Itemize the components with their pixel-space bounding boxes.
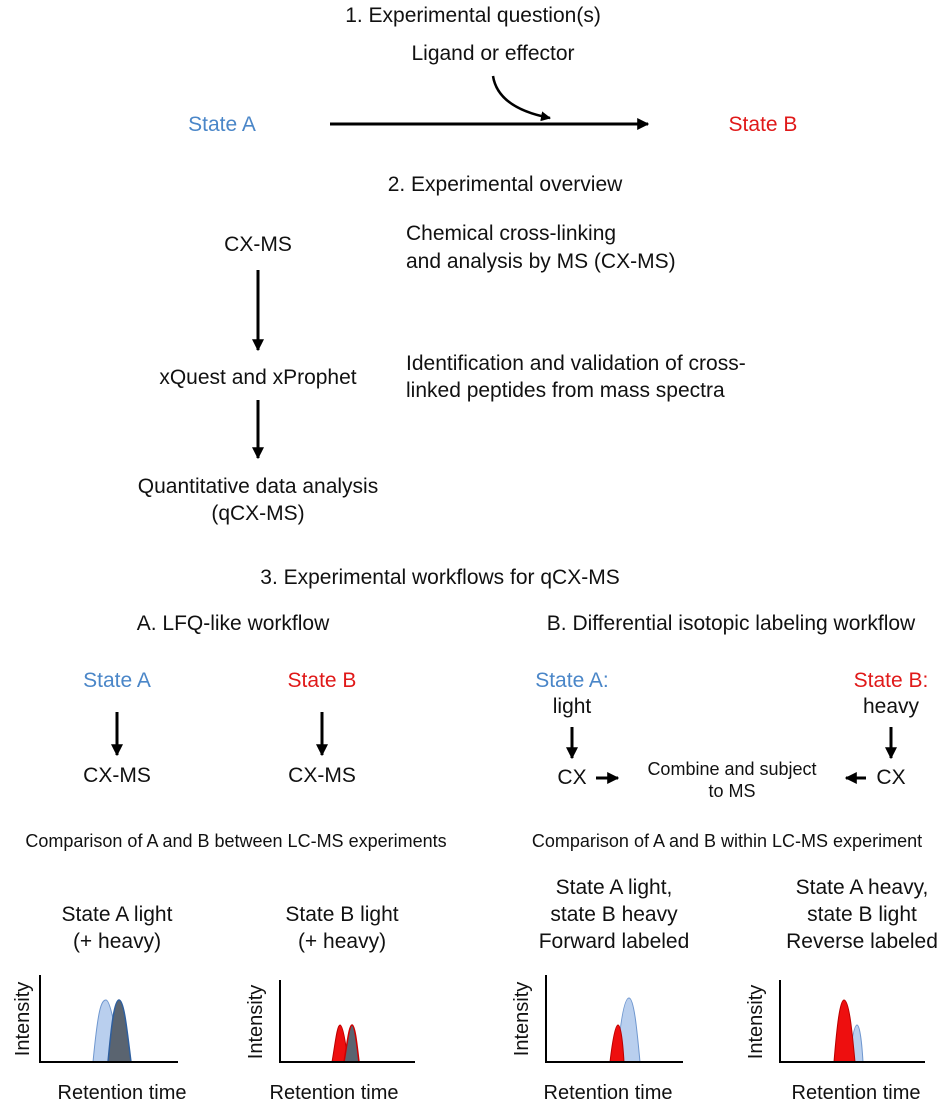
step-cxms-description-line-2: and analysis by MS (CX-MS) [406, 250, 676, 273]
dil-state-b: State B: [854, 669, 929, 692]
lfq-comparison: Comparison of A and B between LC-MS expe… [25, 831, 446, 851]
plot3-peak-light [609, 1024, 625, 1063]
plot2-ylabel: Intensity [245, 985, 267, 1059]
step-xquest-description-line-1: Identification and validation of cross- [406, 352, 746, 375]
plot4-title-line-3: Reverse labeled [786, 930, 938, 953]
dil-cx-right: CX [876, 766, 905, 789]
dil-combine-line-1: Combine and subject [647, 759, 816, 779]
section1-title: 1. Experimental question(s) [345, 4, 601, 27]
plot1-ylabel: Intensity [12, 982, 34, 1056]
lfq-cxms-b: CX-MS [288, 764, 356, 787]
state-b-label: State B [729, 113, 798, 136]
section3-title: 3. Experimental workflows for qCX-MS [260, 566, 619, 589]
plot1-peak-heavy [107, 999, 132, 1063]
step-xquest-label: xQuest and xProphet [159, 366, 356, 389]
step-cxms-label: CX-MS [224, 233, 292, 256]
lfq-title: A. LFQ-like workflow [137, 612, 330, 635]
dil-state-a: State A: [535, 669, 609, 692]
lfq-cxms-a: CX-MS [83, 764, 151, 787]
effector-arrow [491, 75, 551, 122]
plot1-axes [39, 975, 178, 1063]
dil-cx-left: CX [557, 766, 586, 789]
state-a-label: State A [188, 113, 256, 136]
plot2-axes [279, 980, 415, 1063]
plot4-xlabel: Retention time [792, 1082, 921, 1104]
plot4-title-line-2: state B light [807, 903, 917, 926]
plot2-peak-heavy [343, 1024, 360, 1063]
plot-reverse-labeled: State A heavy, state B light Reverse lab… [745, 876, 938, 1104]
plot-forward-labeled: State A light, state B heavy Forward lab… [511, 876, 689, 1104]
plot2-title-line-2: (+ heavy) [298, 930, 386, 953]
plot-state-a-light-heavy: State A light (+ heavy) Intensity Retent… [12, 903, 186, 1104]
plot3-title-line-3: Forward labeled [539, 930, 690, 953]
plot4-title-line-1: State A heavy, [796, 876, 929, 899]
dil-state-a-sub: light [553, 695, 592, 718]
lfq-state-b: State B [288, 669, 357, 692]
plot1-xlabel: Retention time [58, 1082, 187, 1104]
dil-state-b-sub: heavy [863, 695, 920, 718]
section2-title: 2. Experimental overview [388, 173, 623, 196]
plot-state-b-light-heavy: State B light (+ heavy) Intensity Retent… [245, 903, 415, 1104]
step-quant-label-line-1: Quantitative data analysis [138, 475, 378, 498]
dil-title: B. Differential isotopic labeling workfl… [547, 612, 916, 635]
plot3-axes [545, 975, 683, 1063]
step-quant-label-line-2: (qCX-MS) [211, 502, 304, 525]
lfq-state-a: State A [83, 669, 151, 692]
dil-comparison: Comparison of A and B within LC-MS exper… [532, 831, 922, 851]
plot2-title-line-1: State B light [285, 903, 398, 926]
effector-label: Ligand or effector [411, 42, 574, 65]
plot3-xlabel: Retention time [544, 1082, 673, 1104]
plot1-title-line-2: (+ heavy) [73, 930, 161, 953]
step-xquest-description-line-2: linked peptides from mass spectra [406, 379, 725, 402]
plot2-xlabel: Retention time [270, 1082, 399, 1104]
step-cxms-description-line-1: Chemical cross-linking [406, 222, 616, 245]
plot4-axes [779, 980, 925, 1063]
plot3-title-line-1: State A light, [556, 876, 673, 899]
plot4-peak-light [833, 999, 856, 1063]
plot1-title-line-1: State A light [62, 903, 173, 926]
plot3-ylabel: Intensity [511, 982, 533, 1056]
plot4-ylabel: Intensity [745, 985, 767, 1059]
dil-combine-line-2: to MS [708, 781, 755, 801]
plot3-title-line-2: state B heavy [550, 903, 678, 926]
